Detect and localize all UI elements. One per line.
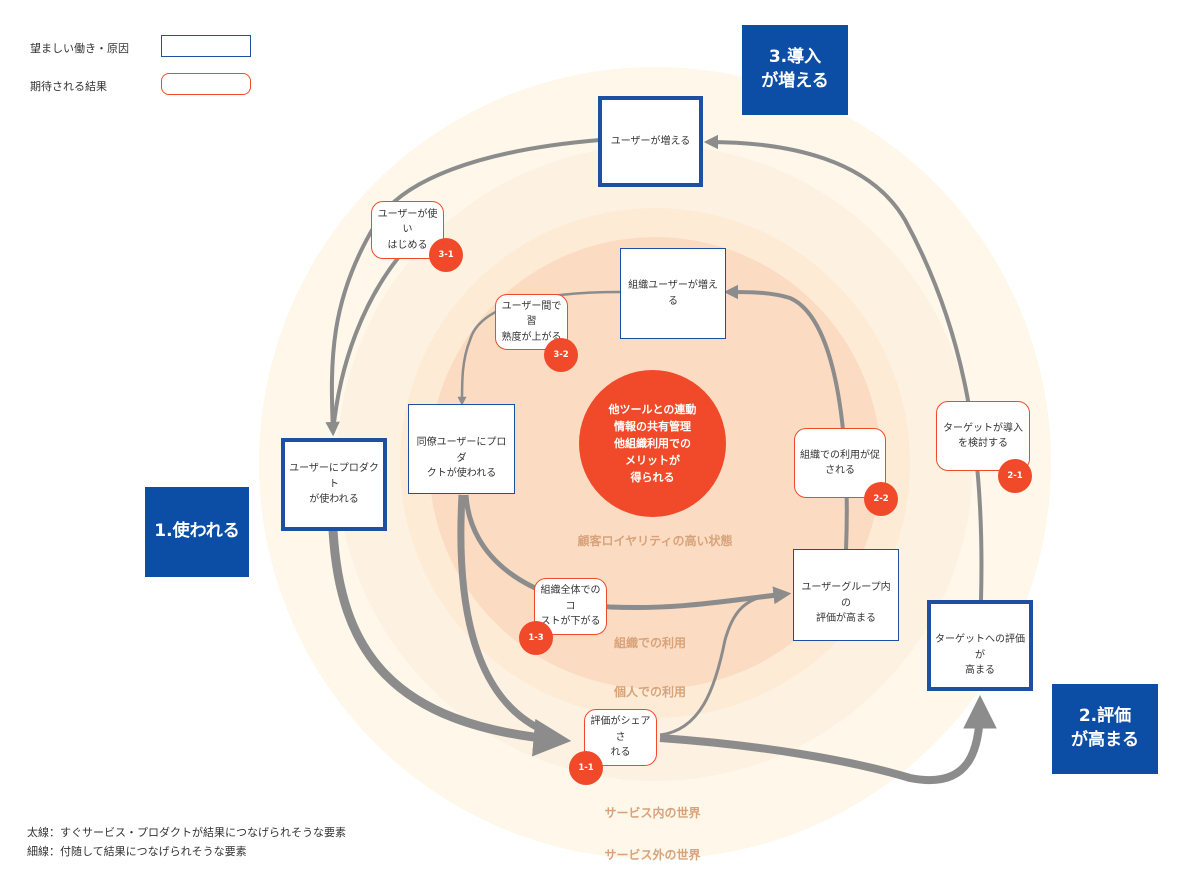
result-proficiency-up-line2: 熟度が上がる — [501, 331, 562, 343]
arrow-product-to-share — [328, 529, 572, 757]
legend-expected-swatch — [161, 73, 251, 95]
stage-evaluation: 2.評価 が高まる — [1052, 684, 1158, 774]
box-colleague-used-line1: 同僚ユーザーにプロダ — [416, 437, 507, 464]
zone-loyalty-label: 顧客ロイヤリティの高い状態 — [577, 534, 733, 548]
stage-evaluation-line1: 2.評価 — [1078, 706, 1132, 727]
center-line5: 得られる — [630, 471, 675, 485]
arrow-start-to-product — [331, 256, 400, 433]
box-group-evaluation-line1: ユーザーグループ内の — [801, 582, 891, 609]
badge-2-1: 2-1 — [998, 459, 1032, 493]
legend-expected-label: 期待される結果 — [30, 80, 107, 93]
stage-adoption-line1: 3.導入 — [768, 47, 822, 68]
zone-org-use-label: 組織での利用 — [613, 636, 686, 650]
result-target-considers-line1: ターゲットが導入 — [943, 422, 1023, 434]
stage-evaluation-line2: が高まる — [1071, 730, 1139, 750]
center-line3: 他組織利用での — [613, 436, 691, 450]
box-target-evaluation-line2: 高まる — [965, 665, 995, 676]
zone-out-service-label: サービス外の世界 — [604, 848, 701, 862]
box-users-increase-label: ユーザーが増える — [610, 135, 691, 147]
stage-adoption: 3.導入 が増える — [742, 25, 848, 115]
box-group-evaluation: ユーザーグループ内の 評価が高まる — [793, 549, 899, 641]
result-evaluation-shared-line1: 評価がシェアさ — [590, 716, 651, 743]
stage-adoption-line2: が増える — [761, 71, 829, 91]
badge-3-1: 3-1 — [429, 238, 463, 272]
box-product-used-line1: ユーザーにプロダクト — [289, 463, 379, 490]
result-users-start-line1: ユーザーが使い — [377, 208, 438, 236]
box-product-used: ユーザーにプロダクト が使われる — [281, 438, 387, 531]
center-line2: 情報の共有管理 — [613, 419, 691, 433]
zone-in-service-label: サービス内の世界 — [604, 806, 701, 820]
stage-used-label: 1.使われる — [154, 521, 240, 542]
result-cost-down-line1: 組織全体でのコ — [540, 585, 601, 612]
center-line4: メリットが — [624, 454, 680, 468]
loyalty-center-circle: 他ツールとの連動 情報の共有管理 他組織利用での メリットが 得られる — [579, 370, 726, 517]
arrow-orgusers-to-colleague — [457, 290, 621, 406]
arrow-target-to-users — [703, 134, 984, 601]
result-cost-down-line2: ストが下がる — [540, 616, 601, 628]
box-colleague-used: 同僚ユーザーにプロダ クトが使われる — [408, 404, 515, 494]
box-target-evaluation: ターゲットへの評価が 高まる — [927, 600, 1033, 691]
center-line1: 他ツールとの連動 — [608, 402, 697, 416]
result-evaluation-shared-line2: れる — [610, 747, 631, 759]
note-thick-line: 太線：すぐサービス・プロダクトが結果につなげられそうな要素 — [27, 826, 346, 839]
result-target-considers-line2: を検討する — [958, 438, 1008, 449]
arrow-colleague-to-group — [463, 494, 792, 611]
result-org-use-promoted-line2: される — [825, 465, 855, 476]
box-users-increase: ユーザーが増える — [598, 96, 703, 187]
box-colleague-used-line2: クトが使われる — [426, 468, 497, 479]
arrow-colleague-to-share — [457, 494, 557, 739]
result-users-start-line2: はじめる — [387, 239, 428, 251]
arrow-share-to-group — [659, 592, 787, 737]
stage-used: 1.使われる — [145, 487, 249, 577]
box-org-users-increase: 組織ユーザーが増える — [620, 248, 726, 339]
badge-1-1: 1-1 — [569, 751, 603, 785]
badge-2-2: 2-2 — [864, 482, 898, 516]
arrow-share-to-target — [659, 694, 997, 785]
result-proficiency-up-line1: ユーザー間で習 — [501, 300, 562, 328]
box-group-evaluation-line2: 評価が高まる — [816, 613, 876, 624]
result-target-considers: ターゲットが導入 を検討する — [936, 401, 1030, 471]
note-thin-line: 細線：付随して結果につなげられそうな要素 — [27, 845, 247, 858]
badge-1-3: 1-3 — [519, 621, 553, 655]
box-product-used-line2: が使われる — [309, 494, 359, 506]
legend-desired-label: 望ましい働き・原因 — [30, 42, 129, 55]
result-org-use-promoted-line1: 組織での利用が促 — [800, 449, 880, 461]
zone-personal-use-label: 個人での利用 — [613, 685, 686, 699]
box-target-evaluation-line1: ターゲットへの評価が — [935, 634, 1025, 661]
box-org-users-increase-label: 組織ユーザーが増える — [628, 280, 718, 307]
badge-3-2: 3-2 — [544, 338, 578, 372]
legend-desired-swatch — [161, 35, 251, 57]
